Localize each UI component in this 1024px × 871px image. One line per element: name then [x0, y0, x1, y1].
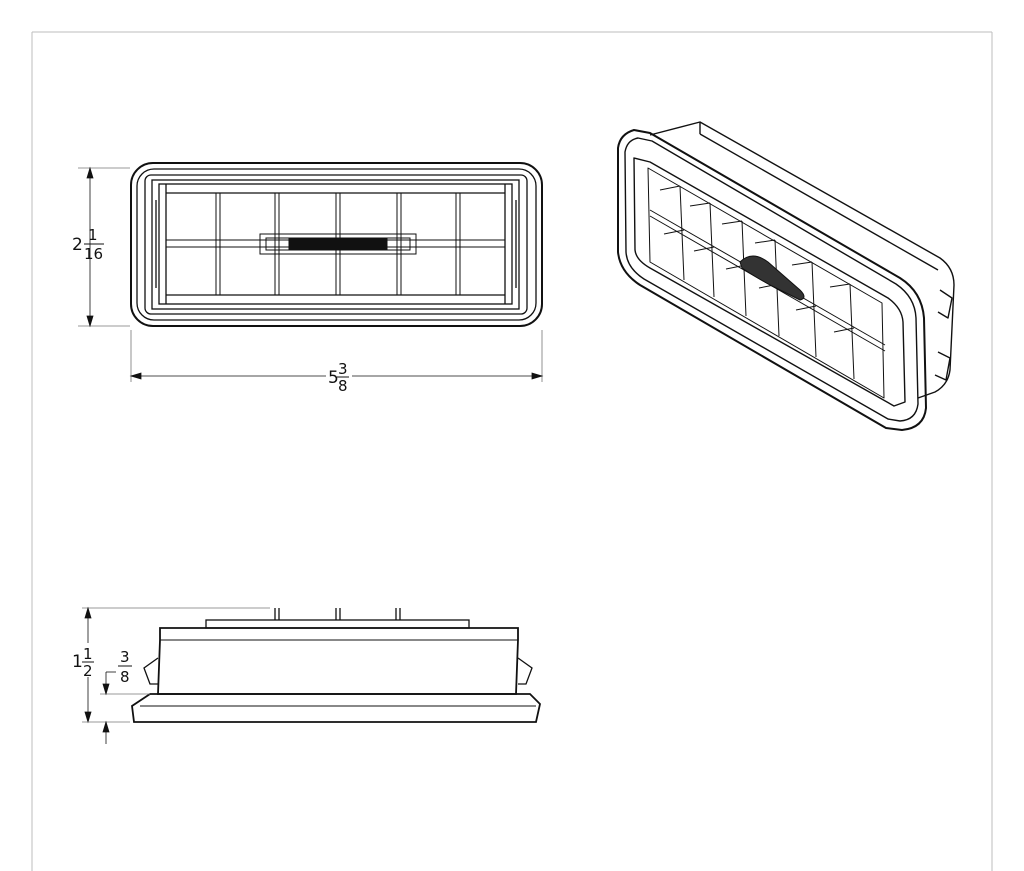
svg-text:3: 3	[120, 648, 130, 666]
front-view	[130, 162, 543, 327]
svg-text:1: 1	[72, 652, 83, 672]
svg-text:8: 8	[120, 668, 130, 686]
svg-text:16: 16	[84, 245, 103, 263]
svg-text:1: 1	[88, 226, 98, 244]
svg-text:3: 3	[338, 360, 348, 378]
front-height-label: 2 1 16	[72, 226, 104, 263]
svg-text:2: 2	[83, 662, 93, 680]
front-width-label: 5 3 8	[326, 360, 352, 395]
svg-text:8: 8	[338, 377, 348, 395]
isometric-view	[617, 121, 955, 431]
side-overall-dimension	[82, 606, 270, 724]
svg-text:1: 1	[83, 645, 93, 663]
side-flange-label: 3 8	[118, 648, 132, 686]
side-view	[131, 608, 541, 723]
center-control-housing	[259, 233, 417, 255]
side-overall-label: 1 1 2	[70, 643, 100, 680]
front-height-dimension	[78, 166, 130, 328]
sheet-border	[31, 31, 993, 871]
svg-text:5: 5	[328, 368, 339, 388]
side-flange-dimension	[100, 671, 150, 744]
iso-control-lever	[739, 255, 805, 301]
center-control-grip	[288, 237, 388, 251]
svg-text:2: 2	[72, 235, 83, 255]
